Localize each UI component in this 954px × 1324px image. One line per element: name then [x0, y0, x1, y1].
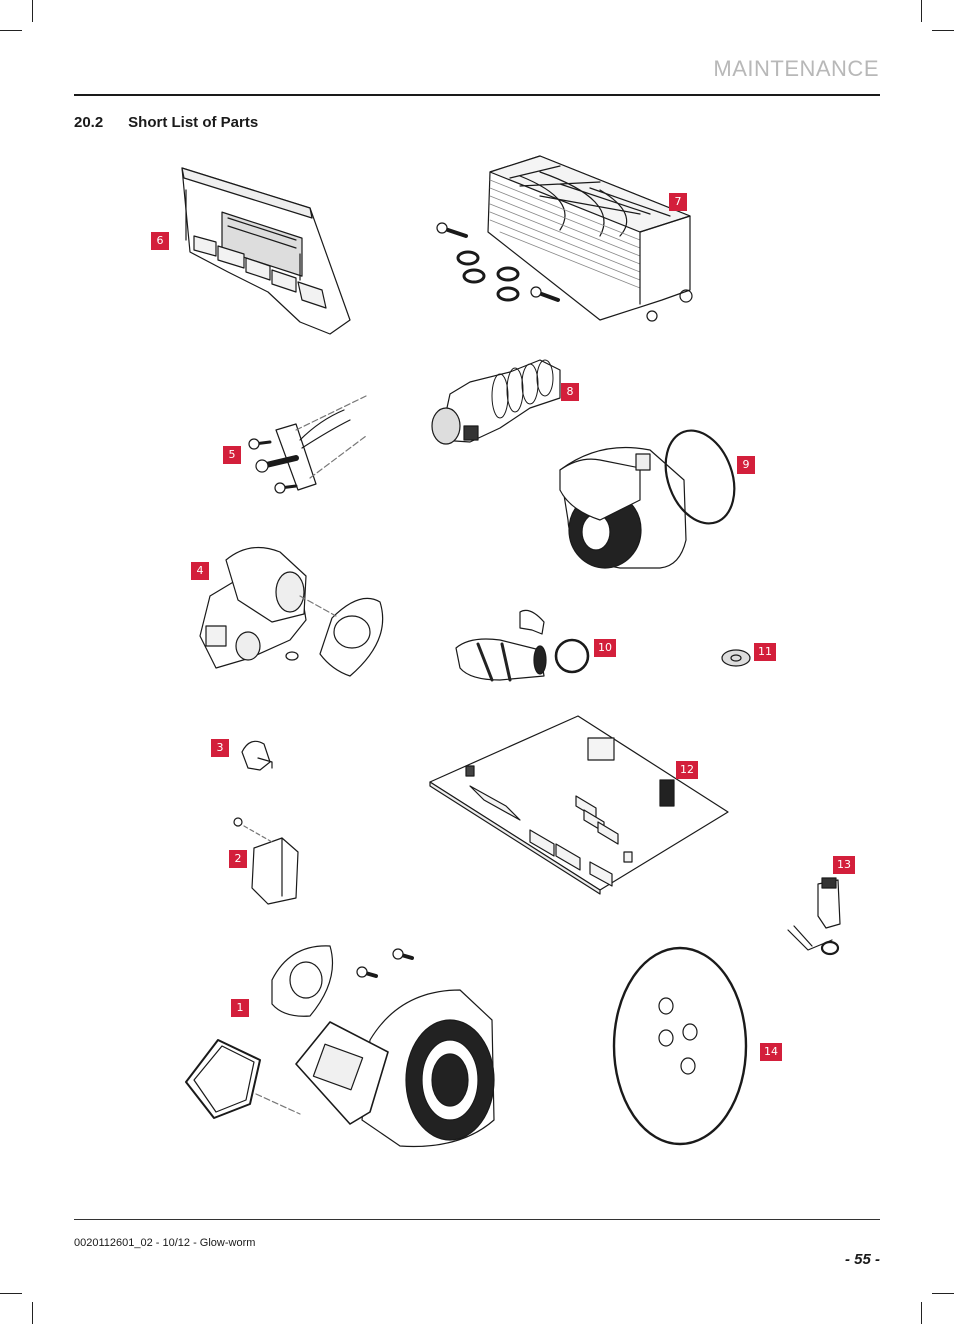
part-label-8: 8 [561, 383, 579, 401]
ignition-transformer-icon [234, 818, 298, 904]
crop-mark [921, 1302, 922, 1324]
part-label-9: 9 [737, 456, 755, 474]
gas-valve-icon [200, 548, 383, 677]
crop-mark [921, 0, 922, 22]
part-label-10: 10 [594, 639, 616, 657]
crop-mark [32, 0, 33, 22]
part-label-11: 11 [754, 643, 776, 661]
part-label-13: 13 [833, 856, 855, 874]
section-heading: 20.2 Short List of Parts [74, 114, 258, 131]
pressure-sensor-icon [788, 878, 840, 954]
electrode-assembly-icon [249, 396, 366, 493]
heat-exchanger-icon [437, 156, 692, 321]
footer-document-reference: 0020112601_02 - 10/12 - Glow-worm [74, 1237, 256, 1249]
pump-motor-icon [432, 360, 560, 444]
crop-mark [0, 1293, 22, 1294]
part-label-6: 6 [151, 232, 169, 250]
crop-mark [32, 1302, 33, 1324]
sensor-clip-icon [242, 741, 272, 770]
pcb-display-board-icon [182, 168, 350, 334]
crop-mark [932, 1293, 954, 1294]
part-label-12: 12 [676, 761, 698, 779]
header-divider [74, 94, 880, 96]
gasket-nuts-icon [614, 948, 746, 1144]
part-label-3: 3 [211, 739, 229, 757]
part-label-14: 14 [760, 1043, 782, 1061]
main-pcb-icon [430, 716, 728, 894]
page-header-title: MAINTENANCE [713, 56, 879, 81]
part-label-5: 5 [223, 446, 241, 464]
pipe-clip-icon [456, 610, 588, 680]
section-title: Short List of Parts [128, 114, 259, 131]
section-number: 20.2 [74, 114, 104, 131]
part-label-4: 4 [191, 562, 209, 580]
crop-mark [932, 30, 954, 31]
fan-assembly-icon [186, 946, 494, 1147]
part-label-2: 2 [229, 850, 247, 868]
page-number: - 55 - [844, 1251, 880, 1268]
footer-divider [74, 1219, 880, 1220]
part-label-7: 7 [669, 193, 687, 211]
part-label-1: 1 [231, 999, 249, 1017]
washer-icon [722, 650, 750, 666]
crop-mark [0, 30, 22, 31]
pump-head-icon [560, 421, 746, 568]
